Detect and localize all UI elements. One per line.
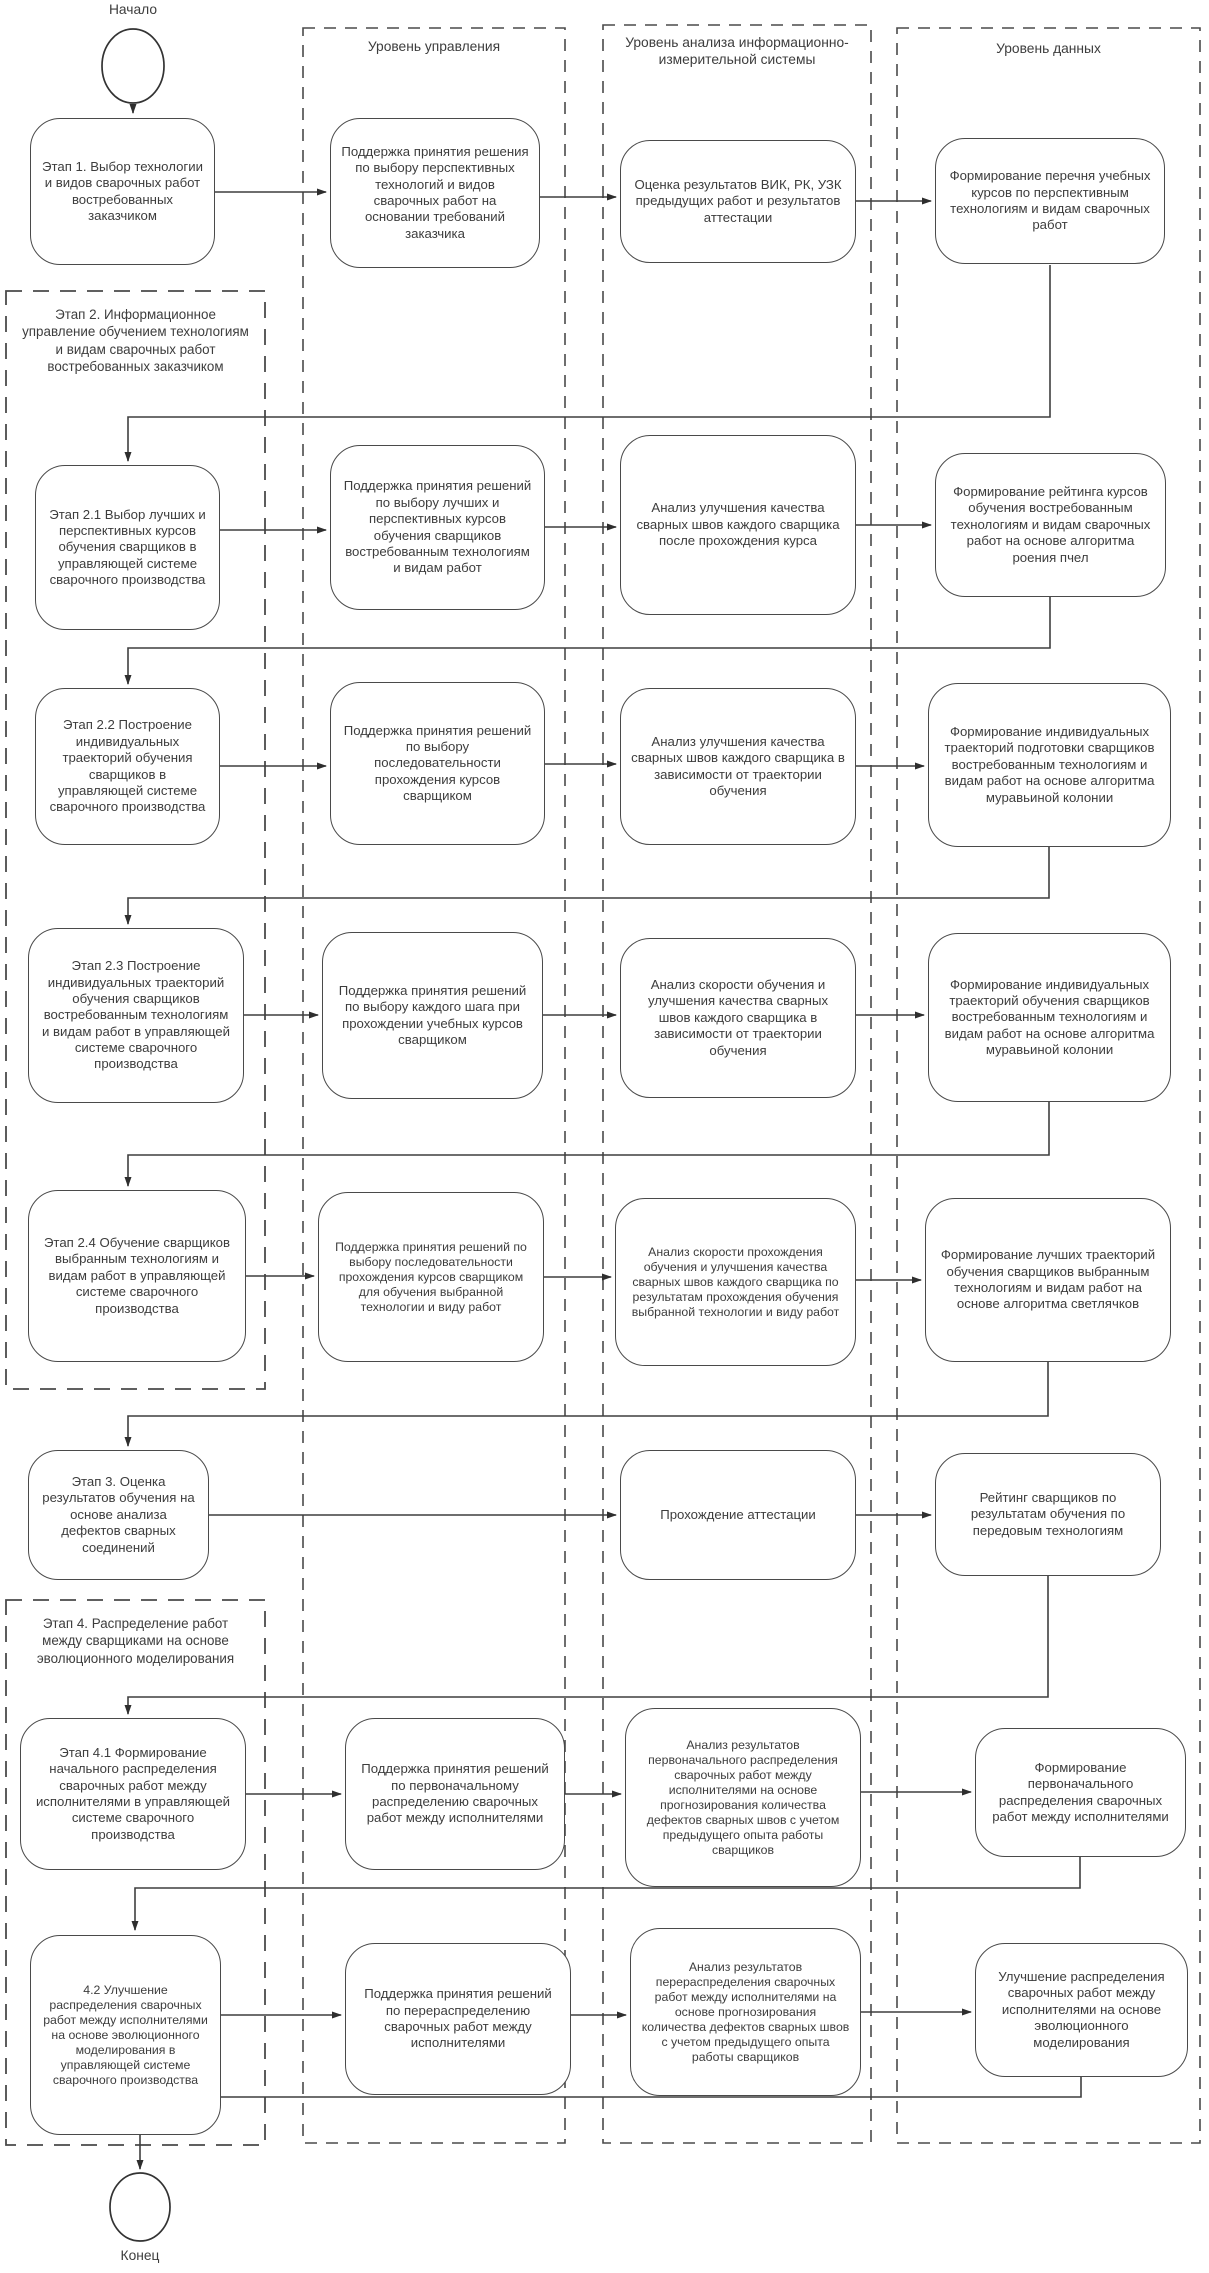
lane-analysis-header: Уровень анализа информационно-измеритель… [625, 35, 849, 68]
node-stage-4-2-analysis: Анализ результатов перераспределения сва… [630, 1928, 861, 2096]
node-stage-3-analysis: Прохождение аттестации [620, 1450, 856, 1580]
lane-management-header: Уровень управления [367, 39, 501, 54]
node-stage-2-4: Этап 2.4 Обучение сварщиков выбранным те… [28, 1190, 246, 1362]
stage4-group-frame [5, 1599, 266, 2146]
node-stage-3-data: Рейтинг сварщиков по результатам обучени… [935, 1453, 1161, 1576]
node-stage-2-1-management: Поддержка принятия решений по выбору луч… [330, 445, 545, 610]
node-stage-2-3-data: Формирование индивидуальных траекторий о… [928, 933, 1171, 1102]
node-stage-3: Этап 3. Оценка результатов обучения на о… [28, 1450, 209, 1580]
node-stage-1-management: Поддержка принятия решения по выбору пер… [330, 118, 540, 268]
stage4-group-label: Этап 4. Распределение работ между сварщи… [36, 1616, 235, 1666]
end-label: Конец [120, 2248, 160, 2263]
lane-data-frame [896, 27, 1201, 2144]
node-stage-2-4-analysis: Анализ скорости прохождения обучения и у… [615, 1198, 856, 1366]
stage2-group-frame [5, 290, 266, 1390]
node-stage-1: Этап 1. Выбор технологии и видов сварочн… [30, 118, 215, 265]
node-stage-4-2-management: Поддержка принятия решений по перераспре… [345, 1943, 571, 2095]
node-stage-2-2-data: Формирование индивидуальных траекторий п… [928, 683, 1171, 847]
flow-arrow [136, 2077, 1082, 2170]
node-stage-2-2-analysis: Анализ улучшения качества сварных швов к… [620, 688, 856, 845]
lane-data-header: Уровень данных [996, 41, 1101, 56]
flow-arrow [124, 847, 1050, 925]
lane-management-frame [302, 27, 566, 2144]
node-stage-2-4-management: Поддержка принятия решений по выбору пос… [318, 1192, 544, 1362]
flow-arrow [124, 597, 1051, 685]
node-stage-2-3-management: Поддержка принятия решений по выбору каж… [322, 932, 543, 1099]
flow-arrow [124, 265, 1051, 462]
flow-arrow [124, 1102, 1050, 1187]
node-stage-4-2: 4.2 Улучшение распределения сварочных ра… [30, 1935, 221, 2135]
node-stage-4-1-management: Поддержка принятия решений по первоначал… [345, 1718, 565, 1870]
node-stage-4-2-data: Улучшение распределения сварочных работ … [975, 1943, 1188, 2077]
node-stage-1-analysis: Оценка результатов ВИК, РК, УЗК предыдущ… [620, 140, 856, 263]
node-stage-2-2: Этап 2.2 Построение индивидуальных траек… [35, 688, 220, 845]
node-stage-2-4-data: Формирование лучших траекторий обучения … [925, 1198, 1171, 1362]
flow-arrow [124, 1362, 1049, 1447]
flow-arrow [124, 1576, 1049, 1715]
stage2-group-label: Этап 2. Информационное управление обучен… [22, 307, 249, 375]
start-label: Начало [108, 2, 158, 17]
node-stage-2-1-data: Формирование рейтинга курсов обучения во… [935, 453, 1166, 597]
node-stage-4-1: Этап 4.1 Формирование начального распред… [20, 1718, 246, 1870]
node-stage-2-1: Этап 2.1 Выбор лучших и перспективных ку… [35, 465, 220, 630]
node-stage-2-2-management: Поддержка принятия решений по выбору пос… [330, 682, 545, 845]
end-circle [109, 2172, 171, 2242]
node-stage-2-3: Этап 2.3 Построение индивидуальных траек… [28, 928, 244, 1103]
node-stage-2-1-analysis: Анализ улучшения качества сварных швов к… [620, 435, 856, 615]
lane-analysis-frame [602, 24, 872, 2144]
flow-arrow [131, 1857, 1081, 1931]
node-stage-4-1-analysis: Анализ результатов первоначального распр… [625, 1708, 861, 1887]
start-circle [101, 28, 165, 104]
node-stage-2-3-analysis: Анализ скорости обучения и улучшения кач… [620, 938, 856, 1098]
node-stage-4-1-data: Формирование первоначального распределен… [975, 1728, 1186, 1857]
node-stage-1-data: Формирование перечня учебных курсов по п… [935, 138, 1165, 264]
